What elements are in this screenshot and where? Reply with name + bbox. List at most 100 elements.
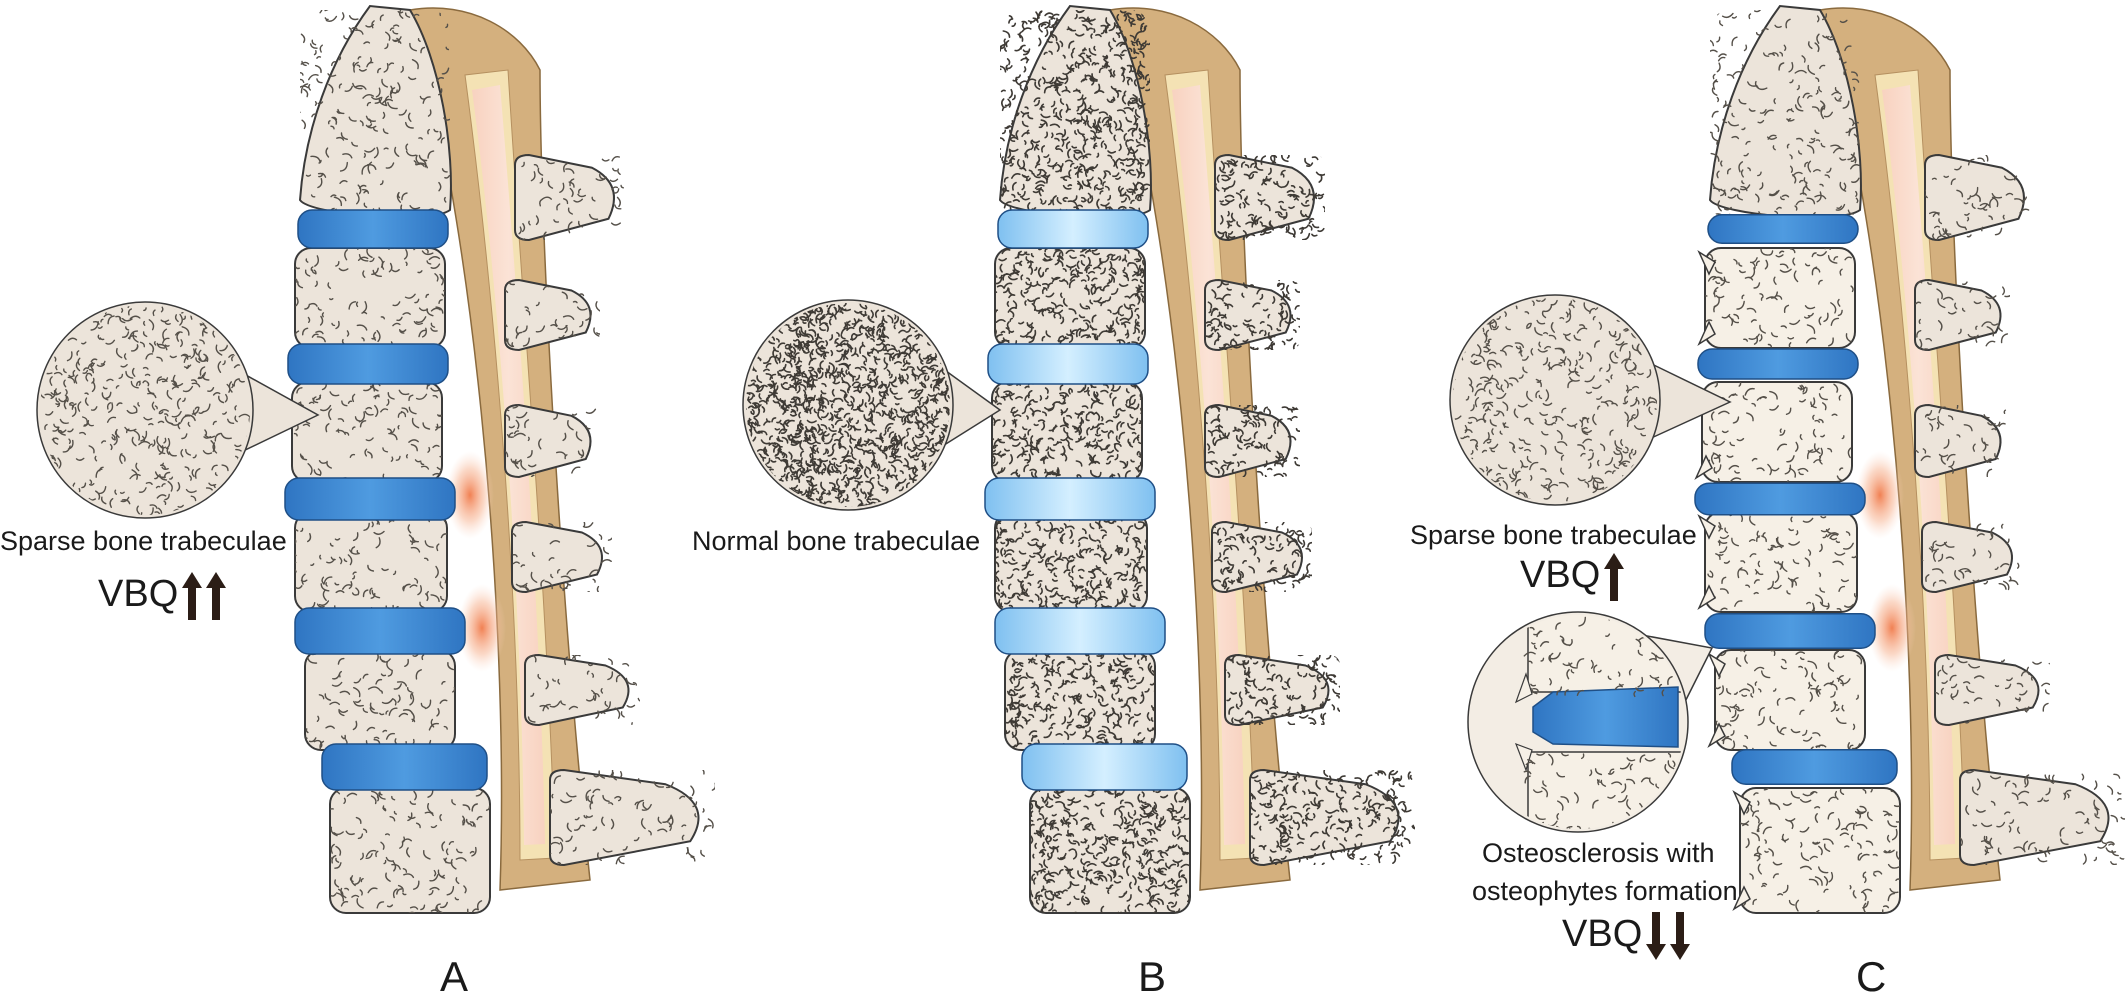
magnifier-sparse-trabeculae <box>36 301 254 519</box>
spinous-process <box>514 153 615 242</box>
trabecular-texture <box>1935 655 2050 724</box>
intervertebral-disc <box>1707 214 1859 244</box>
spinous-process <box>1914 278 2002 352</box>
trabecular-texture <box>1915 281 2010 350</box>
trabecular-texture <box>1205 280 1300 350</box>
trabecular-texture <box>992 382 1142 482</box>
spinous-process <box>1914 403 2002 479</box>
panel-b-caption: Normal bone trabeculae <box>692 526 981 556</box>
trabecular-texture <box>1205 405 1300 477</box>
panel-c-osteo-caption-line2: osteophytes formation <box>1472 876 1738 906</box>
trabecular-texture <box>1225 655 1340 725</box>
trabecular-texture <box>995 248 1145 348</box>
intervertebral-disc <box>287 343 449 385</box>
intervertebral-disc <box>284 477 456 521</box>
trabecular-texture <box>505 280 600 348</box>
spinous-process <box>504 278 592 352</box>
osteophyte <box>1697 320 1716 346</box>
trabecular-texture <box>1960 770 2125 865</box>
panel-c-vbq-label: VBQ <box>1520 554 1601 597</box>
arrow-up-icon <box>1604 553 1625 601</box>
osteophyte <box>1697 250 1716 276</box>
intervertebral-disc <box>1532 686 1679 748</box>
panel-a-vbq: VBQ <box>98 572 227 620</box>
trabecular-texture <box>1000 10 1150 220</box>
intervertebral-disc <box>321 743 488 791</box>
panel-c-spine <box>1449 4 2125 914</box>
trabecular-texture <box>1915 405 2007 477</box>
osteophyte <box>1707 722 1726 748</box>
arrow-down-icon <box>1670 912 1691 960</box>
spinous-process <box>1924 153 2025 242</box>
arrow-up-icon <box>206 572 227 620</box>
trabecular-texture <box>1215 155 1325 240</box>
spinous-process <box>549 768 700 867</box>
trabecular-texture <box>550 770 715 865</box>
magnifier-sparse-trabeculae <box>1449 294 1661 506</box>
intervertebral-disc <box>1731 749 1898 785</box>
spinous-process <box>511 520 603 594</box>
spinous-process <box>1959 768 2110 867</box>
trabecular-texture <box>1925 155 2030 240</box>
spinous-process <box>504 403 592 479</box>
vertebral-body <box>304 649 456 751</box>
intervertebral-disc <box>1694 482 1866 516</box>
intervertebral-disc <box>1021 743 1188 791</box>
panel-a-spine <box>36 4 715 914</box>
spinous-process <box>1921 520 2013 594</box>
trabecular-texture <box>1740 788 1900 913</box>
osteophyte <box>1697 514 1716 540</box>
osteophyte <box>1707 652 1726 678</box>
intervertebral-disc <box>987 343 1149 385</box>
osteophyte <box>1514 672 1533 704</box>
trabecular-texture <box>1707 512 1857 612</box>
panel-a-letter: A <box>440 953 469 1000</box>
vertebral-body <box>294 511 448 613</box>
trabecular-texture <box>505 405 597 477</box>
panel-c-osteo-caption-line1: Osteosclerosis with <box>1482 838 1715 868</box>
panel-c-caption: Sparse bone trabeculae <box>1410 520 1697 550</box>
endplate-glow <box>446 451 494 539</box>
panel-b-spine <box>742 4 1415 914</box>
panel-c-osteo-vbq: VBQ <box>1562 912 1691 960</box>
intervertebral-disc <box>994 607 1166 655</box>
intervertebral-disc <box>294 607 466 655</box>
vertebral-body <box>1739 787 1901 914</box>
intervertebral-disc <box>997 209 1149 249</box>
panel-a-vbq-label: VBQ <box>98 573 179 616</box>
intervertebral-disc <box>1697 348 1859 380</box>
endplate-glow <box>458 584 506 672</box>
vertebral-body <box>329 787 491 914</box>
panel-a-caption: Sparse bone trabeculae <box>0 526 287 556</box>
panel-c-vbq: VBQ <box>1520 553 1625 601</box>
trabecular-texture <box>1922 523 2020 591</box>
panel-b-letter: B <box>1138 953 1167 1000</box>
panel-c-letter: C <box>1856 953 1887 1000</box>
osteophyte <box>1732 790 1751 816</box>
trabecular-texture <box>330 788 490 913</box>
trabecular-texture <box>518 155 624 240</box>
panel-c-osteo-vbq-label: VBQ <box>1562 913 1643 956</box>
osteosclerosis-detail <box>1514 615 1685 829</box>
vertebral-body <box>1714 649 1866 751</box>
osteophyte <box>1732 885 1751 911</box>
trabecular-texture <box>1715 650 1863 750</box>
arrow-up-icon <box>182 572 203 620</box>
vertebral-body <box>1704 247 1856 349</box>
endplate-glow <box>1856 451 1904 539</box>
arrow-down-icon <box>1646 912 1667 960</box>
trabecular-texture <box>1212 522 1312 592</box>
intervertebral-disc <box>1704 613 1876 649</box>
intervertebral-disc <box>297 209 449 249</box>
endplate-glow <box>1868 584 1916 672</box>
osteophyte <box>1694 454 1713 480</box>
osteophyte <box>1697 584 1716 610</box>
vertebral-body <box>1004 649 1156 751</box>
spinous-process <box>524 653 630 727</box>
trabecular-texture <box>1030 788 1190 913</box>
spinous-process <box>1214 153 1315 242</box>
spinous-process <box>1934 653 2040 727</box>
intervertebral-disc <box>984 477 1156 521</box>
